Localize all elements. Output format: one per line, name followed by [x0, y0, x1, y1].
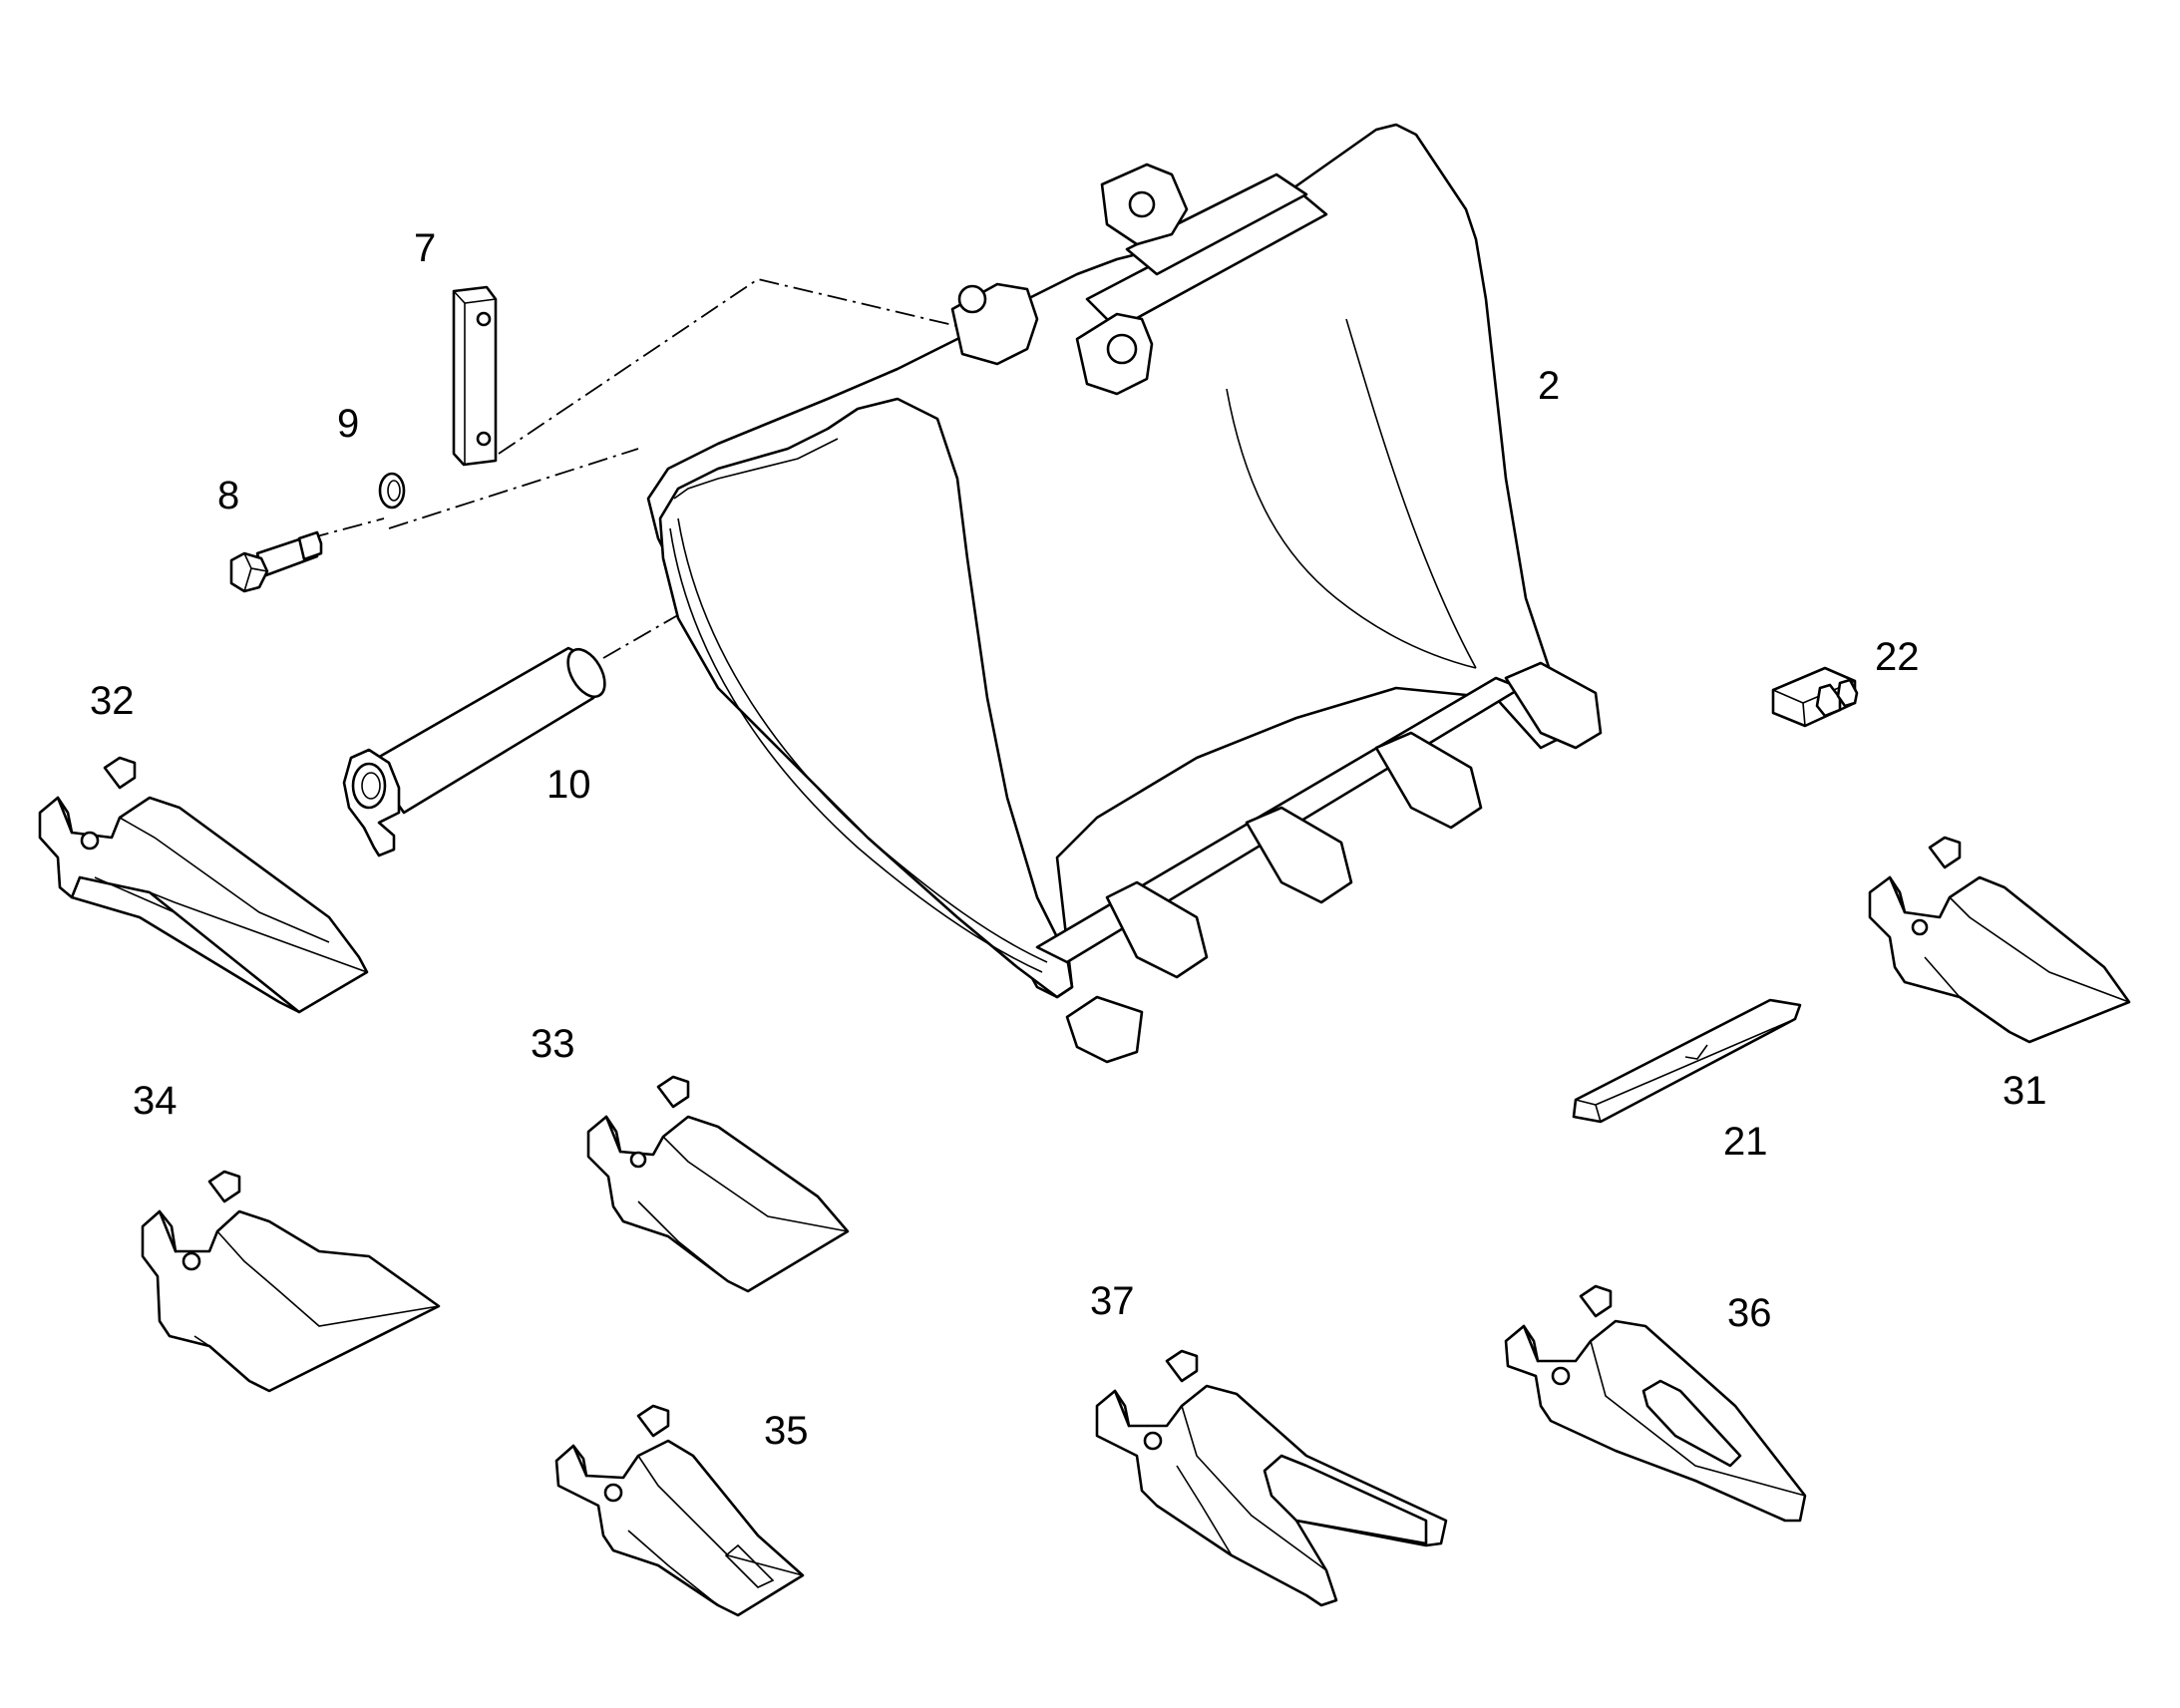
callout-35: 35: [764, 1409, 809, 1453]
part-8-bolt[interactable]: [229, 530, 323, 593]
callout-34: 34: [133, 1079, 178, 1123]
callout-10: 10: [546, 763, 591, 807]
part-7-retainer-plate[interactable]: [452, 285, 498, 467]
part-35-tooth[interactable]: [554, 1404, 805, 1617]
callout-33: 33: [531, 1022, 575, 1066]
part-36-tooth[interactable]: [1504, 1284, 1807, 1523]
part-9-washer[interactable]: [378, 472, 406, 510]
callout-8: 8: [217, 474, 239, 517]
callout-37: 37: [1090, 1279, 1135, 1323]
callout-7: 7: [414, 226, 436, 270]
bucket-adapter: [1065, 661, 1603, 1064]
callout-22: 22: [1875, 635, 1920, 679]
callout-9: 9: [337, 402, 359, 446]
part-22-retainer-block[interactable]: [1771, 666, 1859, 728]
callout-21: 21: [1723, 1120, 1768, 1164]
part-31-tooth[interactable]: [1868, 836, 2131, 1044]
part-32-tooth[interactable]: [38, 756, 369, 1014]
callout-32: 32: [90, 679, 135, 723]
callout-2: 2: [1538, 364, 1560, 408]
part-37-tooth[interactable]: [1095, 1349, 1448, 1607]
callout-labels: 2 7 8 9 10 21 22 31 32 33 34 35 36 37: [90, 226, 2047, 1453]
part-21-wear-bar[interactable]: [1572, 998, 1802, 1124]
part-33-tooth[interactable]: [586, 1075, 850, 1293]
part-34-tooth[interactable]: [141, 1170, 441, 1393]
callout-31: 31: [2002, 1069, 2047, 1113]
callout-36: 36: [1727, 1291, 1772, 1335]
part-2-bucket[interactable]: [646, 123, 1603, 1064]
part-10-pin[interactable]: [342, 643, 612, 857]
